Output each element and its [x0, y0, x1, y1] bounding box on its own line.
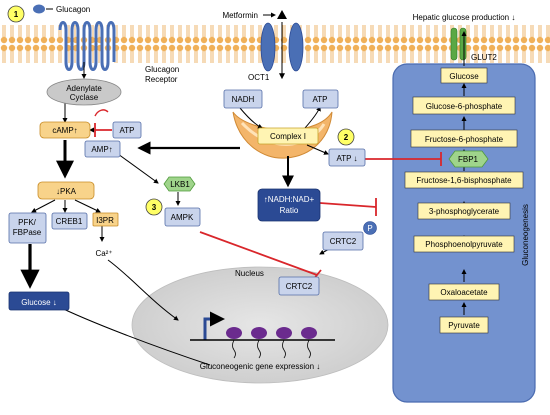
ampk-label: AMPK: [171, 213, 194, 222]
ca-label: Ca²⁺: [95, 249, 112, 258]
ratio-label-2: Ratio: [280, 206, 299, 215]
pathway-label-fructose-1-6-bisphosphate: Fructose-1,6-bisphosphate: [416, 176, 512, 185]
camp-box: [39, 121, 91, 139]
glut2-label: GLUT2: [471, 53, 497, 62]
i3pr-label: I3PR: [96, 216, 114, 225]
pathway-phosphoenolpyruvate: [413, 235, 515, 253]
pathway-label-fructose-6-phosphate: Fructose-6-phosphate: [425, 135, 504, 144]
adenylate-cyclase-node: [46, 78, 122, 106]
adenylate-label-2: Cyclase: [70, 93, 99, 102]
amp-label: AMP↑: [91, 145, 112, 154]
pfk-label-1: PFK/: [18, 218, 37, 227]
pathway-label-glucose: Glucose: [449, 72, 479, 81]
atp-mito-label: ATP: [313, 95, 328, 104]
pka-label: ↓PKA: [56, 187, 77, 196]
camp-inhibition-arc: [94, 109, 109, 117]
complex1-label: Complex I: [270, 132, 306, 141]
creb1-label: CREB1: [56, 217, 83, 226]
pfk-box: [8, 212, 47, 244]
oct1-label: OCT1: [248, 73, 270, 82]
pathway-label-3-phosphoglycerate: 3-phosphoglycerate: [429, 207, 500, 216]
badge-2: [337, 128, 355, 146]
hepatic-glucose-label: Hepatic glucose production ↓: [413, 13, 516, 22]
gene-promoter: [190, 311, 335, 359]
pathway-label-oxaloacetate: Oxaloacetate: [440, 288, 488, 297]
crtc2-p-label: CRTC2: [330, 237, 357, 246]
i3pr-box: [92, 212, 119, 227]
metformin-icon: [277, 10, 287, 19]
pka-box: [37, 181, 95, 200]
badge-3: [145, 198, 163, 216]
pathway-pyruvate: [439, 316, 489, 334]
pathway-3-phosphoglycerate: [417, 202, 511, 220]
atp-left-label: ATP: [120, 126, 135, 135]
crtc2-nucleus-box: [278, 276, 320, 296]
atp-left-box: [112, 121, 142, 139]
badge-1: [7, 5, 25, 23]
pathway-label-pyruvate: Pyruvate: [448, 321, 480, 330]
phospho-label: P: [367, 224, 372, 233]
glucose-down-label: Glucose ↓: [21, 298, 57, 307]
pathway-label-glucose-6-phosphate: Glucose-6-phosphate: [426, 102, 503, 111]
pfk-label-2: FBPase: [13, 228, 42, 237]
glucagon-label: Glucagon: [56, 5, 90, 14]
badge-1-text: 1: [14, 10, 19, 19]
pathway-glucose-6-phosphate: [412, 96, 516, 115]
nucleus-shape: [131, 266, 389, 384]
gluconeogenesis-compartment: [392, 63, 536, 403]
metformin-label: Metformin: [222, 11, 258, 20]
glucagon-molecule-icon: [33, 4, 45, 14]
glucose-down-box: [8, 291, 70, 311]
gluconeogenesis-label: Gluconeogenesis: [521, 204, 530, 266]
atp-down-box: [328, 148, 366, 167]
complex1-box: [257, 127, 319, 145]
glucagon-receptor: [58, 21, 116, 71]
inhibition-lines: [94, 123, 442, 281]
fbp1-label: FBP1: [458, 155, 479, 164]
camp-label: cAMP↑: [52, 126, 77, 135]
pathway-oxaloacetate: [428, 283, 500, 301]
phospho-circle: [363, 221, 377, 235]
ratio-label-1: ↑NADH:NAD+: [264, 195, 315, 204]
nadh-label: NADH: [232, 95, 255, 104]
badge-2-text: 2: [344, 133, 349, 142]
pathway-fructose-1-6-bisphosphate: [404, 171, 524, 189]
crtc2-nucleus-label: CRTC2: [286, 282, 313, 291]
atp-down-label: ATP ↓: [336, 154, 357, 163]
crtc2-p-box: [322, 231, 364, 251]
nucleus-label: Nucleus: [235, 269, 264, 278]
oct1-transporter: [260, 22, 304, 72]
adenylate-label-1: Adenylate: [66, 84, 102, 93]
pathway-fructose-6-phosphate: [410, 129, 518, 148]
fbp1-hexagon: [448, 150, 489, 168]
glucagon-receptor-label-2: Receptor: [145, 75, 178, 84]
gene-expression-label: Gluconeogenic gene expression ↓: [200, 362, 321, 371]
glucagon-receptor-label-1: Glucagon: [145, 65, 179, 74]
pathway-label-phosphoenolpyruvate: Phosphoenolpyruvate: [425, 240, 503, 249]
lkb1-hexagon: [163, 176, 196, 192]
lkb1-label: LKB1: [170, 180, 190, 189]
creb1-box: [51, 212, 88, 230]
badge-3-text: 3: [152, 203, 157, 212]
pathway-glucose: [440, 67, 488, 84]
ampk-box: [164, 207, 201, 227]
atp-mito-box: [302, 89, 339, 109]
nadh-box: [223, 89, 263, 109]
amp-box: [84, 140, 121, 158]
nadh-ratio-box: [257, 188, 321, 222]
black-arrows: [20, 12, 467, 366]
